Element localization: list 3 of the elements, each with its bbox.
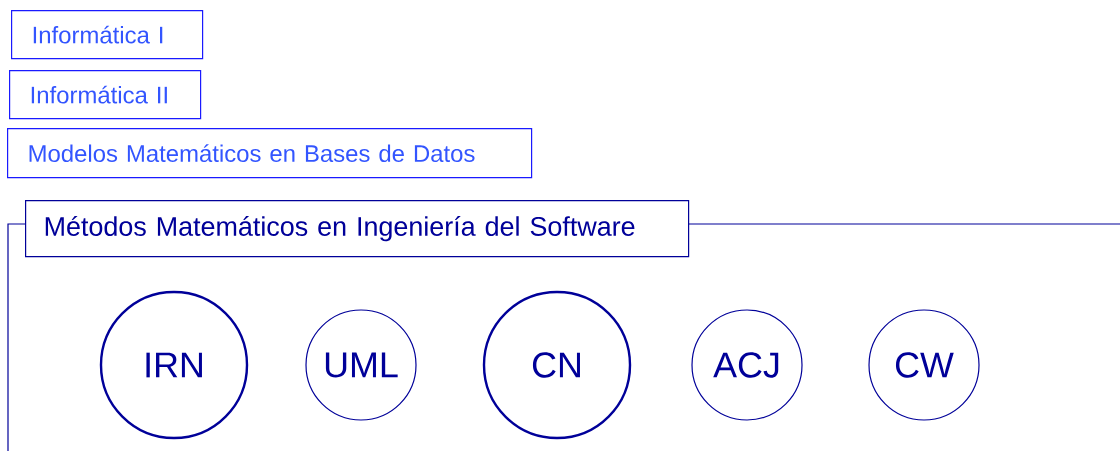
course-box: Informática I	[11, 10, 204, 60]
course-box: Modelos Matemáticos en Bases de Datos	[7, 128, 533, 179]
course-box: Informática II	[9, 70, 202, 120]
